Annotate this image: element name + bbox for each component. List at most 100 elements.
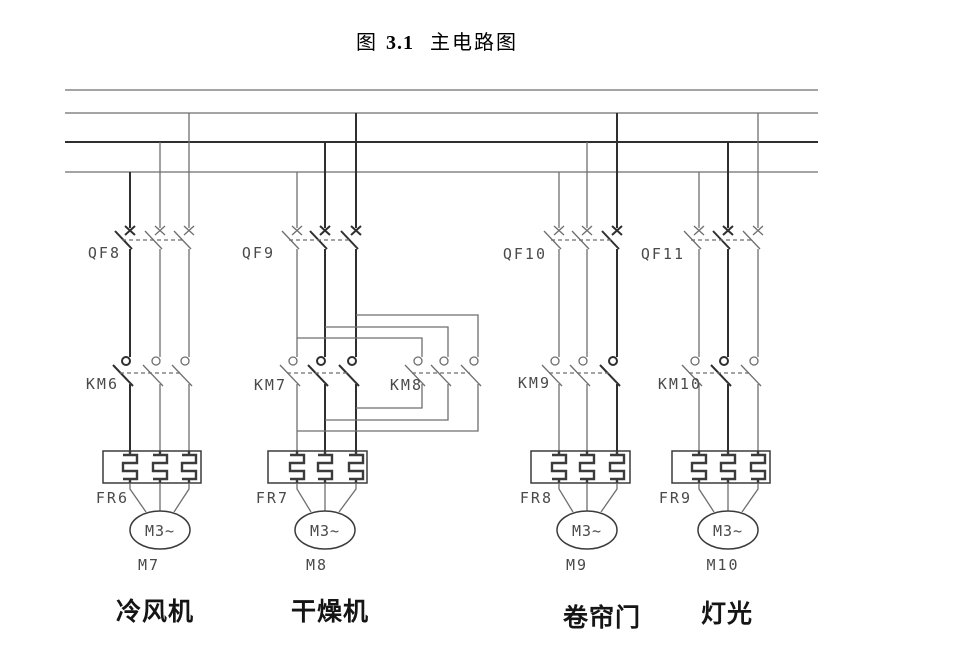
motor-symbol xyxy=(556,510,618,550)
breaker-contact-cross xyxy=(752,225,764,236)
contactor-blade xyxy=(279,364,301,387)
wire-reverse-feed xyxy=(297,337,423,357)
breaker-blade xyxy=(340,230,359,250)
figure-title: 图 3.1 主电路图 xyxy=(356,26,518,55)
thermal-element xyxy=(719,451,737,483)
breaker-contact-cross xyxy=(611,225,623,236)
motor-lead-left xyxy=(558,483,574,513)
motor-symbol xyxy=(697,510,759,550)
contactor-reverse-label: KM8 xyxy=(390,376,423,394)
breaker-contact-cross xyxy=(350,225,362,236)
motor-id-label: M9 xyxy=(566,556,588,574)
wire-reverse-feed xyxy=(356,314,479,357)
contactor-blade xyxy=(569,364,591,387)
thermal-relay-box xyxy=(530,450,631,484)
breaker-contact-cross xyxy=(722,225,734,236)
overload-relay-label: FR7 xyxy=(256,489,289,507)
thermal-element xyxy=(690,451,708,483)
contactor-terminal xyxy=(151,356,161,366)
branch-caption: 干燥机 xyxy=(291,597,369,626)
contactor-terminal xyxy=(690,356,700,366)
thermal-relay-box xyxy=(102,450,202,484)
contactor-terminal xyxy=(749,356,759,366)
motor-lead-right xyxy=(741,483,759,513)
figure-title-number: 3.1 xyxy=(386,32,414,54)
motor-id-label: M7 xyxy=(138,556,160,574)
breaker-contact-cross xyxy=(319,225,331,236)
motor-lead-right xyxy=(600,483,618,513)
wire-reverse-feed xyxy=(325,326,449,357)
thermal-element xyxy=(578,451,596,483)
thermal-element xyxy=(550,451,568,483)
contactor-label: KM10 xyxy=(658,375,702,393)
contactor-terminal xyxy=(347,356,357,366)
contactor-blade xyxy=(430,364,452,387)
motor-lead-left xyxy=(129,483,147,513)
thermal-element xyxy=(608,451,626,483)
thermal-relay-box xyxy=(267,450,368,484)
contactor-blade xyxy=(710,364,732,387)
thermal-element xyxy=(180,451,198,483)
thermal-element xyxy=(121,451,139,483)
breaker-blade xyxy=(742,230,761,250)
contactor-label: KM9 xyxy=(518,374,551,392)
overload-relay-label: FR6 xyxy=(96,489,129,507)
contactor-terminal xyxy=(288,356,298,366)
branch-caption: 灯光 xyxy=(701,599,753,628)
breaker-contact-cross xyxy=(183,225,195,236)
contactor-terminal xyxy=(439,356,449,366)
contactor-blade xyxy=(599,364,621,387)
motor-lead-left xyxy=(296,483,312,513)
wire-reverse-return xyxy=(356,384,423,409)
breaker-label: QF11 xyxy=(641,245,685,263)
motor-symbol-text: M3~ xyxy=(145,522,175,540)
motor-id-label: M10 xyxy=(706,556,739,574)
thermal-element xyxy=(749,451,767,483)
breaker-contact-cross xyxy=(553,225,565,236)
thermal-relay-box xyxy=(671,450,771,484)
contactor-blade xyxy=(541,364,563,387)
contactor-label: KM7 xyxy=(254,376,287,394)
breaker-label: QF8 xyxy=(88,244,121,262)
breaker-contact-cross xyxy=(693,225,705,236)
figure-title-name: 主电路图 xyxy=(430,32,518,54)
thermal-element xyxy=(316,451,334,483)
contactor-terminal xyxy=(121,356,131,366)
thermal-element xyxy=(347,451,365,483)
breaker-contact-cross xyxy=(124,225,136,236)
motor-symbol-text: M3~ xyxy=(310,522,340,540)
contactor-terminal xyxy=(578,356,588,366)
motor-symbol xyxy=(129,510,191,550)
contactor-blade xyxy=(338,364,360,387)
wire-reverse-return xyxy=(325,384,449,421)
motor-lead-left xyxy=(698,483,715,513)
overload-relay-label: FR9 xyxy=(659,489,692,507)
contactor-terminal xyxy=(550,356,560,366)
contactor-terminal xyxy=(719,356,729,366)
thermal-element xyxy=(288,451,306,483)
motor-symbol-text: M3~ xyxy=(572,522,602,540)
breaker-contact-cross xyxy=(154,225,166,236)
branch-caption: 冷风机 xyxy=(116,597,194,626)
overload-relay-label: FR8 xyxy=(520,489,553,507)
motor-id-label: M8 xyxy=(306,556,328,574)
thermal-element xyxy=(151,451,169,483)
contactor-blade xyxy=(404,364,426,387)
motor-symbol-text: M3~ xyxy=(713,522,743,540)
breaker-contact-cross xyxy=(581,225,593,236)
contactor-terminal xyxy=(469,356,479,366)
contactor-blade xyxy=(112,364,134,387)
contactor-terminal xyxy=(413,356,423,366)
motor-lead-right xyxy=(338,483,357,513)
contactor-blade xyxy=(460,364,482,387)
figure-title-prefix: 图 xyxy=(356,32,377,54)
contactor-blade xyxy=(171,364,193,387)
breaker-contact-cross xyxy=(291,225,303,236)
contactor-terminal xyxy=(180,356,190,366)
contactor-blade xyxy=(142,364,164,387)
